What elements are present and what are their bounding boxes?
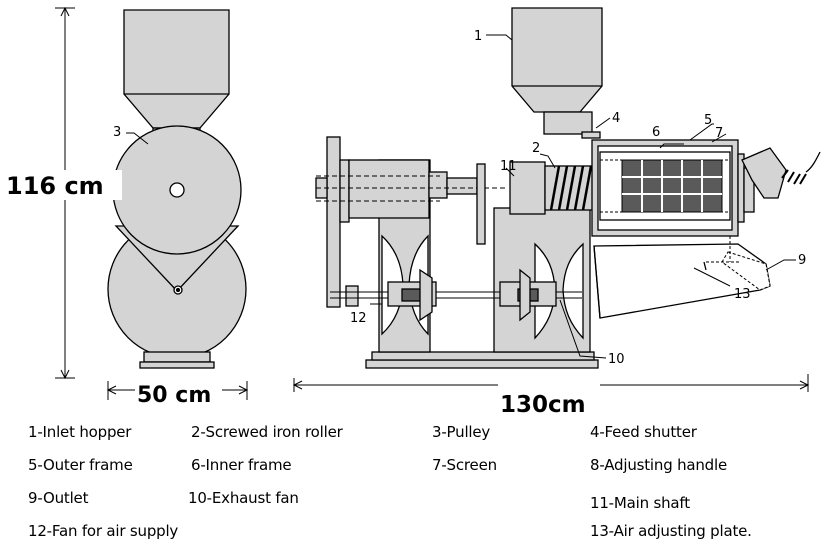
legend-item-12: 12-Fan for air supply: [28, 522, 179, 540]
callout-11: 11: [500, 159, 517, 174]
lower-shaft-left-hub: [345, 285, 359, 307]
front-width-dimension: [106, 381, 249, 400]
callout-12: 12: [350, 311, 367, 326]
side-base: [365, 359, 599, 369]
callout-3: 3: [113, 125, 121, 140]
shaft-housing: [348, 159, 430, 219]
front-view: [107, 9, 247, 369]
callout-6: 6: [652, 125, 660, 140]
feed-shutter: [581, 131, 601, 139]
legend-item-7: 7-Screen: [432, 456, 497, 474]
callout-9: 9: [798, 253, 806, 268]
legend-item-6: 6-Inner frame: [191, 456, 292, 474]
adjusting-handle: [741, 147, 787, 199]
outlet-chute: [593, 243, 771, 319]
front-width-label: 50 cm: [137, 383, 211, 408]
legend-item-3: 3-Pulley: [432, 423, 491, 441]
length-dimension: [292, 374, 810, 392]
legend-item-1: 1-Inlet hopper: [28, 423, 132, 441]
side-pulley: [326, 136, 341, 308]
legend-item-9: 9-Outlet: [28, 489, 89, 507]
callout-2: 2: [532, 141, 540, 156]
callout-5: 5: [704, 113, 712, 128]
callout-1: 1: [474, 29, 482, 44]
side-view: [315, 7, 821, 369]
height-label: 116 cm: [6, 172, 104, 200]
callout-10: 10: [608, 352, 625, 367]
callout-4: 4: [612, 111, 620, 126]
legend-item-4: 4-Feed shutter: [590, 423, 697, 441]
callout-7: 7: [715, 126, 723, 141]
legend-item-13: 13-Air adjusting plate.: [590, 522, 752, 540]
legend-item-8: 8-Adjusting handle: [590, 456, 728, 474]
legend-item-10: 10-Exhaust fan: [188, 489, 299, 507]
main-shaft-block: [509, 161, 546, 215]
length-label: 130cm: [500, 392, 586, 418]
front-hopper: [123, 9, 230, 129]
front-base: [143, 351, 211, 363]
callout-13: 13: [734, 287, 751, 302]
small-pulley: [476, 163, 486, 245]
screen-grid: [621, 159, 723, 213]
legend-item-2: 2-Screwed iron roller: [191, 423, 343, 441]
side-hopper: [511, 7, 603, 113]
leader-lines: [126, 34, 796, 359]
legend-item-11: 11-Main shaft: [590, 494, 690, 512]
legend-item-5: 5-Outer frame: [28, 456, 133, 474]
